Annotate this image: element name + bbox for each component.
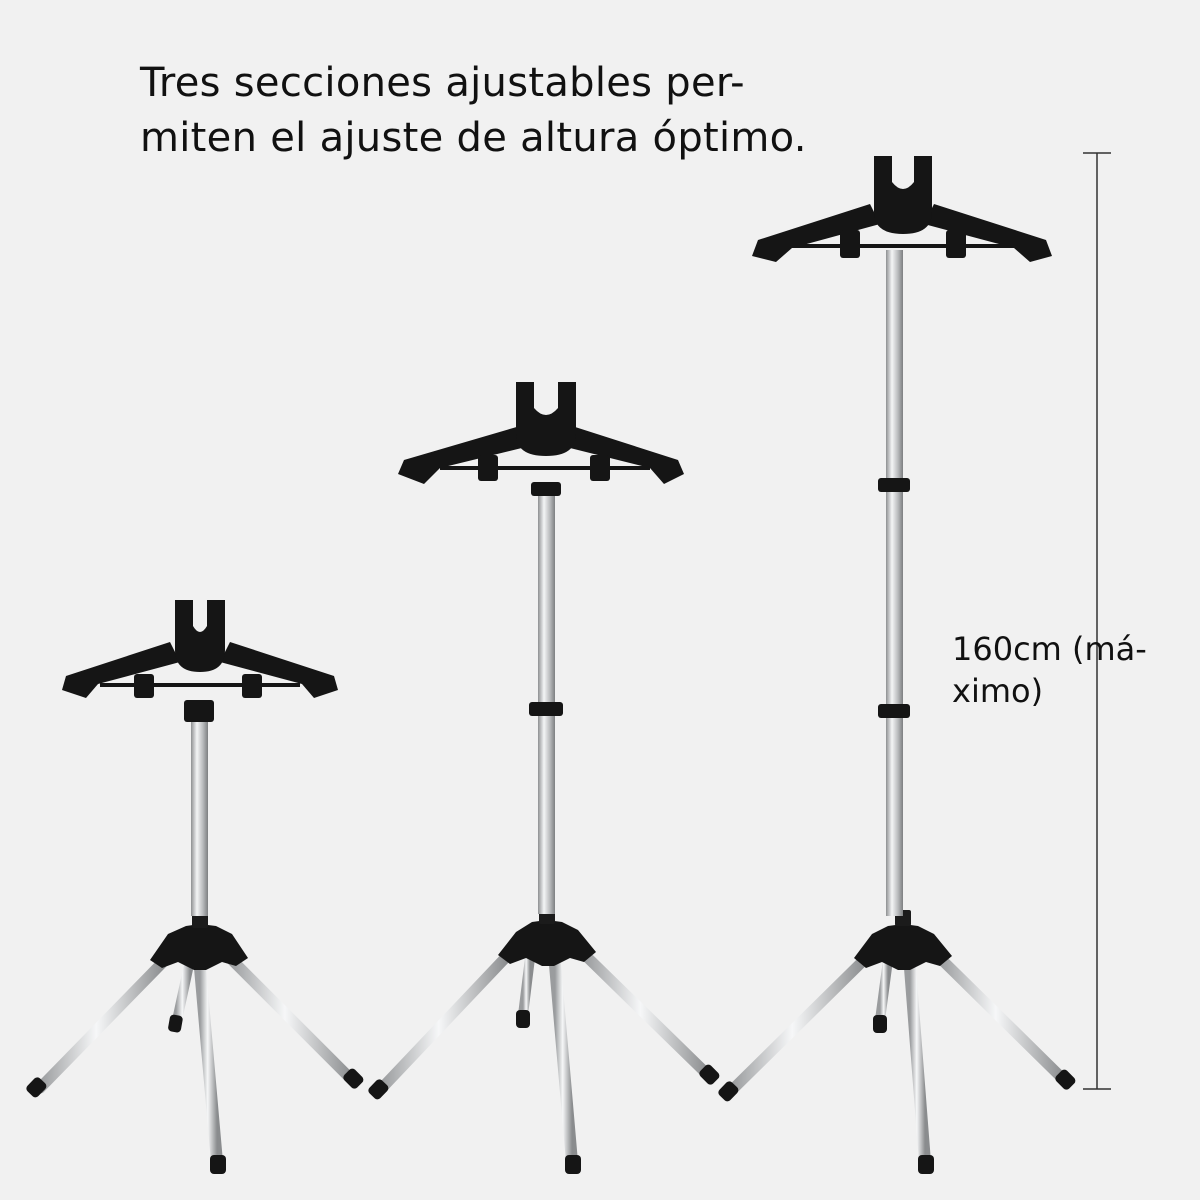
max-height-line-2: ximo) xyxy=(952,672,1044,710)
pole-lock-clamp xyxy=(529,702,563,716)
headline-line-2: miten el ajuste de altura óptimo. xyxy=(140,115,807,161)
tripod-leg xyxy=(171,955,195,1030)
stand-compact xyxy=(26,600,364,1174)
stand-tall xyxy=(718,156,1076,1174)
hanger-neck xyxy=(175,600,225,672)
hanger-arm-right xyxy=(220,642,338,698)
leg-foot-cap xyxy=(168,1014,183,1033)
headline: Tres secciones ajustables per- miten el … xyxy=(140,56,860,166)
max-height-line-1: 160cm (má- xyxy=(952,630,1147,668)
hanger-arm-left xyxy=(62,642,180,698)
headline-line-1: Tres secciones ajustables per- xyxy=(140,60,745,106)
telescopic-pole xyxy=(191,720,208,916)
max-height-label: 160cm (má- ximo) xyxy=(952,628,1147,712)
height-dimension-line xyxy=(1083,152,1111,1090)
pole-lock-clamp xyxy=(184,700,214,722)
hanger-clip xyxy=(134,674,154,698)
stand-medium xyxy=(368,382,720,1174)
tripod-hub xyxy=(150,924,248,970)
